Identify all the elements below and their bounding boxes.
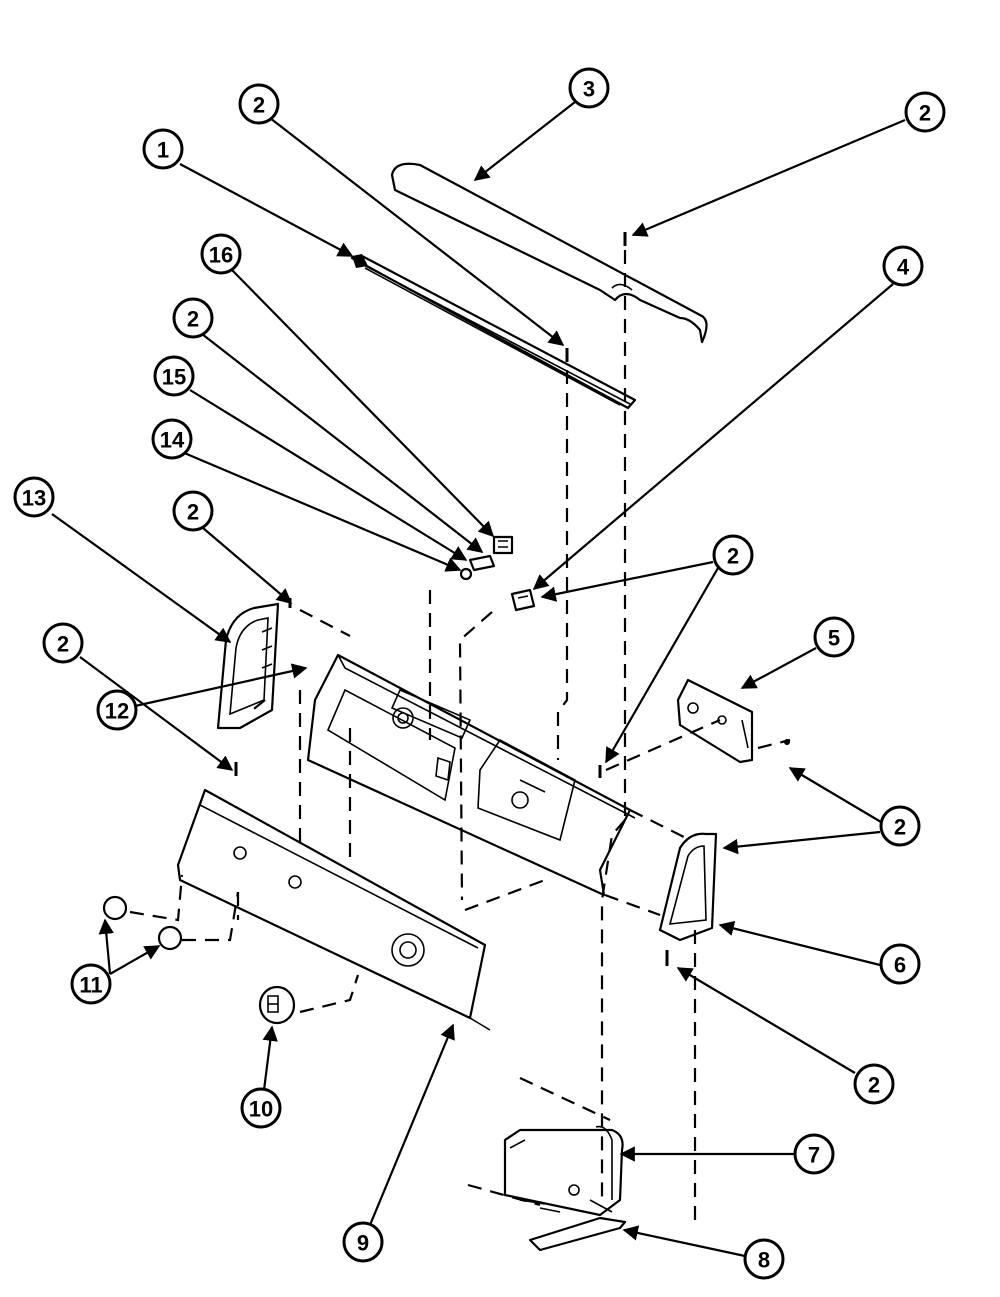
svg-text:4: 4 (897, 255, 910, 280)
part-11-knob-lower (157, 925, 183, 951)
part-14-grommet (459, 567, 473, 581)
part-16-switch (492, 535, 514, 555)
svg-text:8: 8 (758, 1248, 770, 1273)
svg-text:2: 2 (253, 93, 265, 118)
svg-text:12: 12 (105, 699, 129, 724)
part-9-front-panel (176, 788, 491, 1031)
svg-text:1: 1 (157, 138, 169, 163)
part-11-knob-upper (102, 895, 128, 921)
svg-text:11: 11 (79, 973, 102, 998)
callout-10: 10 (240, 1087, 282, 1129)
callout-2: 2 (712, 534, 754, 576)
screw-right-board (598, 739, 790, 778)
part-1-long-bracket (350, 254, 637, 410)
svg-text:2: 2 (57, 632, 69, 657)
callout-16: 16 (200, 233, 242, 275)
leader-lines (51, 101, 906, 1258)
svg-text:5: 5 (828, 626, 840, 651)
callout-8: 8 (743, 1238, 785, 1280)
callout-12: 12 (96, 689, 138, 731)
part-13-left-end-cap (216, 602, 280, 730)
part-7-8-lower-cabinet (467, 1077, 627, 1252)
callout-14: 14 (151, 418, 193, 460)
callout-5: 5 (813, 616, 855, 658)
svg-text:10: 10 (249, 1097, 273, 1122)
callout-6: 6 (879, 943, 921, 985)
callout-3: 3 (568, 67, 610, 109)
callout-9: 9 (342, 1221, 384, 1263)
svg-text:6: 6 (894, 953, 906, 978)
svg-text:2: 2 (894, 815, 906, 840)
svg-text:2: 2 (727, 544, 739, 569)
callout-1: 1 (142, 128, 184, 170)
callout-11: 11 (70, 963, 112, 1005)
callout-2: 2 (879, 805, 921, 847)
callout-4: 4 (882, 245, 924, 287)
svg-text:16: 16 (209, 243, 233, 268)
svg-text:2: 2 (868, 1073, 880, 1098)
part-12-console-panel (306, 653, 636, 897)
svg-text:9: 9 (357, 1231, 369, 1256)
callout-2: 2 (904, 91, 946, 133)
part-15-clip (468, 554, 496, 572)
callout-2: 2 (42, 622, 84, 664)
callout-2: 2 (238, 83, 280, 125)
screw-left-cap (234, 598, 292, 776)
callout-15: 15 (153, 355, 195, 397)
callout-13: 13 (13, 476, 55, 518)
part-10-timer-knob (258, 985, 296, 1025)
svg-text:2: 2 (187, 500, 199, 525)
part-4-connector (510, 588, 536, 612)
callout-2: 2 (172, 297, 214, 339)
svg-text:2: 2 (919, 101, 931, 126)
callout-2: 2 (853, 1063, 895, 1105)
svg-text:3: 3 (583, 77, 595, 102)
svg-text:7: 7 (808, 1143, 820, 1168)
callout-2: 2 (172, 490, 214, 532)
svg-text:14: 14 (160, 428, 185, 453)
part-6-right-end-cap (658, 832, 718, 942)
alignment-lines (129, 250, 791, 1222)
svg-text:15: 15 (162, 365, 186, 390)
svg-text:13: 13 (22, 486, 46, 511)
part-3-top-trim (390, 162, 708, 344)
callout-7: 7 (793, 1133, 835, 1175)
svg-text:2: 2 (187, 307, 199, 332)
